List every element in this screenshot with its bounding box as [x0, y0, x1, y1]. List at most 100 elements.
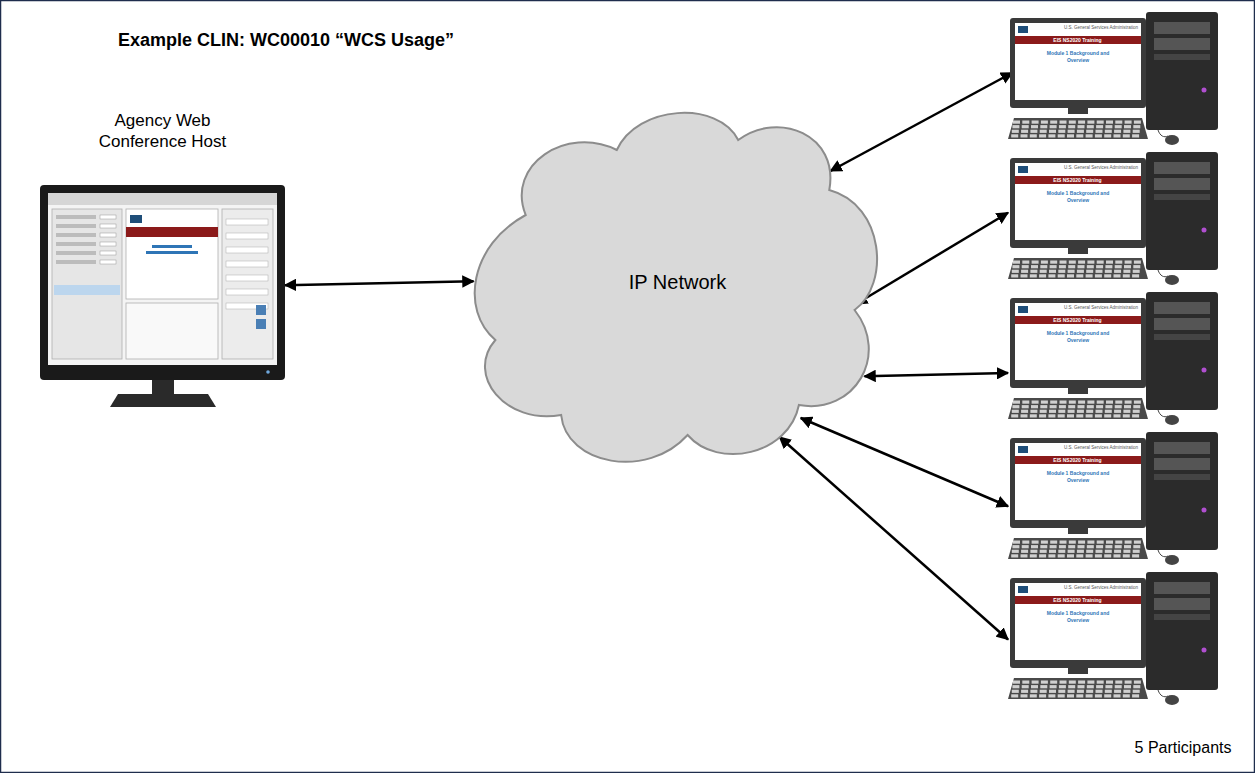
- drive-slot: [1154, 614, 1210, 620]
- key: [1115, 401, 1122, 404]
- computer-tower: [1146, 12, 1218, 130]
- drive-slot: [1154, 194, 1210, 200]
- key: [1069, 681, 1076, 684]
- key: [1039, 134, 1046, 137]
- key: [1133, 130, 1140, 133]
- key: [1123, 554, 1130, 557]
- power-light: [1202, 368, 1207, 373]
- key: [1125, 121, 1132, 124]
- key: [1050, 125, 1057, 128]
- key: [1040, 130, 1047, 133]
- key: [1077, 130, 1084, 133]
- key: [1021, 554, 1028, 557]
- chat-area: [126, 303, 218, 359]
- key: [1114, 410, 1121, 413]
- drive-slot: [1154, 474, 1210, 480]
- key: [1114, 690, 1121, 693]
- key: [1096, 405, 1103, 408]
- key: [1032, 121, 1039, 124]
- key: [1086, 270, 1093, 273]
- key: [1060, 681, 1067, 684]
- key: [1125, 681, 1132, 684]
- browser-bar: [48, 193, 277, 205]
- screen-header: U.S. General Services Administration: [1050, 165, 1138, 171]
- key: [1058, 274, 1065, 277]
- key: [1060, 121, 1067, 124]
- key: [1087, 261, 1094, 264]
- key: [1040, 685, 1047, 688]
- key: [1013, 541, 1020, 544]
- slide-band: [126, 227, 218, 237]
- key: [1123, 690, 1130, 693]
- chat-row: [226, 261, 268, 267]
- key: [1067, 554, 1074, 557]
- key: [1058, 134, 1065, 137]
- key: [1087, 541, 1094, 544]
- power-light: [1202, 648, 1207, 653]
- keyboard: [1008, 538, 1148, 559]
- monitor-screen: [1015, 23, 1141, 100]
- drive-slot: [1154, 54, 1210, 60]
- key: [1097, 261, 1104, 264]
- key: [1048, 274, 1055, 277]
- screen-banner-text: EIS NS2020 Training: [1015, 316, 1140, 324]
- pc-node: U.S. General Services AdministrationEIS …: [1008, 12, 1223, 147]
- key: [1069, 261, 1076, 264]
- key: [1069, 401, 1076, 404]
- panel-button: [256, 319, 266, 329]
- key: [1105, 410, 1112, 413]
- monitor-screen: [1015, 443, 1141, 520]
- key: [1095, 414, 1102, 417]
- key: [1048, 414, 1055, 417]
- key: [1087, 405, 1094, 408]
- key: [1030, 554, 1037, 557]
- mouse-cable: [1158, 550, 1168, 557]
- key: [1132, 694, 1139, 697]
- key: [1132, 274, 1139, 277]
- key: [1123, 550, 1130, 553]
- key: [1086, 134, 1093, 137]
- key: [1022, 681, 1029, 684]
- key: [1032, 541, 1039, 544]
- key: [1123, 410, 1130, 413]
- key: [1105, 125, 1112, 128]
- drive-bay: [1154, 38, 1210, 50]
- key: [1086, 414, 1093, 417]
- key: [1067, 694, 1074, 697]
- mouse: [1165, 555, 1179, 565]
- keyboard: [1008, 678, 1148, 699]
- key: [1031, 405, 1038, 408]
- key: [1022, 125, 1029, 128]
- key: [1031, 125, 1038, 128]
- key: [1076, 554, 1083, 557]
- key: [1115, 681, 1122, 684]
- key: [1086, 554, 1093, 557]
- key: [1133, 685, 1140, 688]
- key: [1030, 274, 1037, 277]
- chat-row: [226, 247, 268, 253]
- key: [1134, 401, 1141, 404]
- mouse-cable: [1158, 690, 1168, 697]
- key: [1132, 134, 1139, 137]
- key: [1011, 274, 1018, 277]
- key: [1087, 125, 1094, 128]
- slide-area: [126, 209, 218, 299]
- computer-tower: [1146, 572, 1218, 690]
- key: [1058, 270, 1065, 273]
- key: [1095, 694, 1102, 697]
- mouse: [1165, 135, 1179, 145]
- mouse: [1165, 415, 1179, 425]
- host-node: Agency Web Conference Host: [40, 110, 285, 420]
- key: [1076, 414, 1083, 417]
- key: [1067, 274, 1074, 277]
- key: [1050, 405, 1057, 408]
- key: [1012, 690, 1019, 693]
- key: [1032, 401, 1039, 404]
- screen-header: U.S. General Services Administration: [1050, 445, 1138, 451]
- key: [1068, 690, 1075, 693]
- key: [1115, 125, 1122, 128]
- screen-banner-text: EIS NS2020 Training: [1015, 176, 1140, 184]
- computer-tower: [1146, 292, 1218, 410]
- key: [1078, 261, 1085, 264]
